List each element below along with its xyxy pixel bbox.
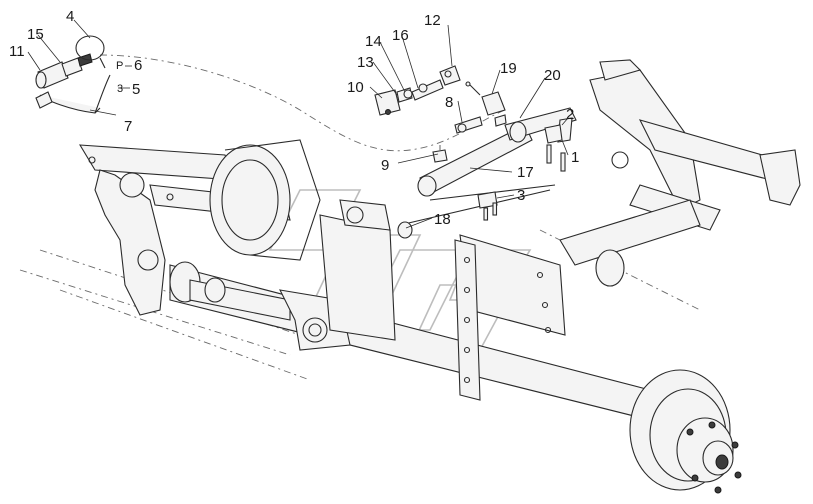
bolt-9	[432, 145, 448, 163]
callout-15: 15	[27, 26, 44, 43]
axle-beam	[169, 261, 651, 421]
left-spring-bracket	[78, 144, 291, 316]
callout-10: 10	[347, 79, 364, 96]
fitting-8-19	[454, 81, 507, 134]
callout-11: 11	[9, 43, 25, 60]
callout-16: 16	[392, 27, 409, 44]
spacer-and-pins	[397, 191, 498, 239]
strut-assembly	[399, 107, 577, 226]
p-mark: P	[116, 60, 123, 72]
callout-6: 6	[134, 57, 142, 74]
center-bracket	[319, 199, 566, 401]
callout-12: 12	[424, 12, 441, 29]
callout-labels: 1 2 3 4 5 6 7 8 9 10 11 12 13 14 15 16 1…	[9, 8, 579, 228]
right-wheel-hub	[629, 369, 742, 494]
callout-19: 19	[500, 60, 517, 77]
connector-group	[35, 35, 111, 114]
callout-3: 3	[517, 187, 525, 204]
callout-9: 9	[381, 157, 389, 174]
callout-4: 4	[66, 8, 74, 25]
callout-14: 14	[365, 33, 382, 50]
callout-1: 1	[571, 149, 579, 166]
callout-8: 8	[445, 94, 453, 111]
callout-17: 17	[517, 164, 534, 181]
callout-13: 13	[357, 54, 374, 71]
leader-lines	[27, 19, 569, 229]
callout-7: 7	[124, 118, 132, 135]
callout-5: 5	[132, 81, 140, 98]
left-brake-drum	[209, 139, 321, 261]
hose-assembly	[374, 65, 461, 116]
frame-crossmember	[559, 59, 801, 287]
callout-20: 20	[544, 67, 561, 84]
z-mark: 3	[117, 83, 123, 95]
callout-2: 2	[566, 106, 574, 123]
callout-18: 18	[434, 211, 451, 228]
